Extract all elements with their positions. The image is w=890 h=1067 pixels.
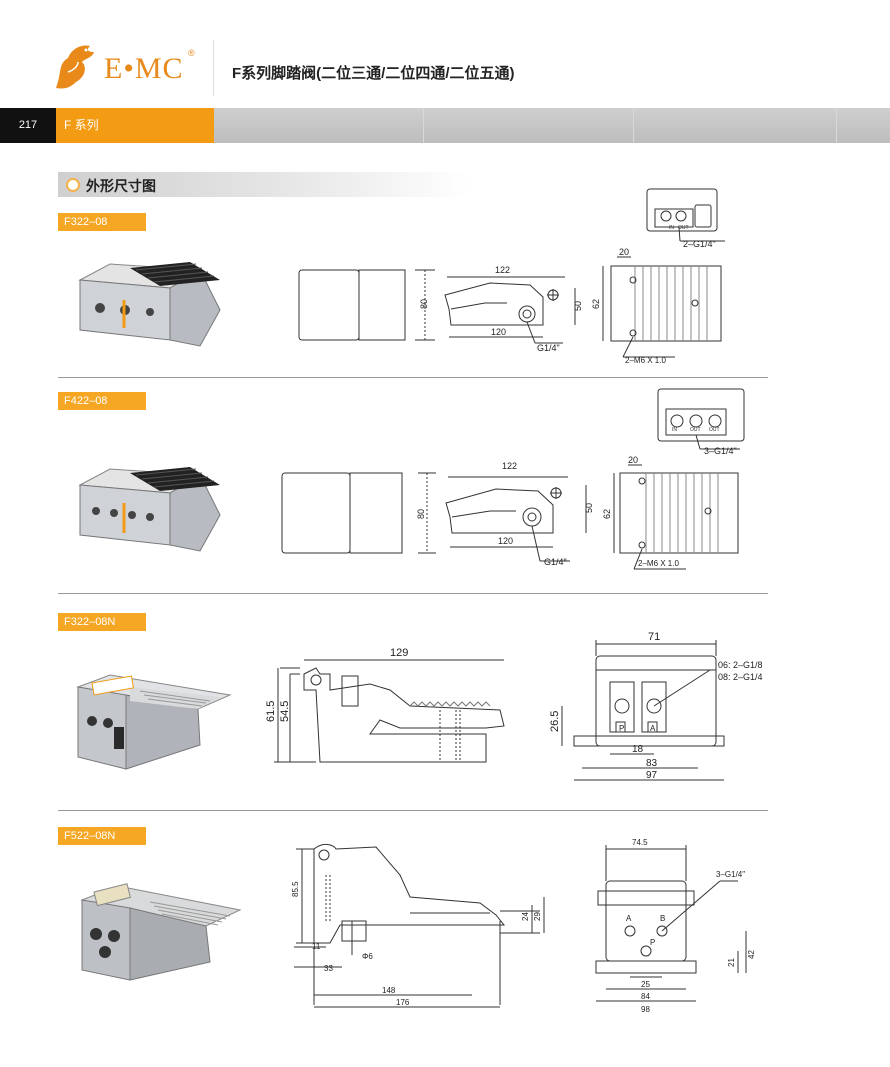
port-label-out: OUT bbox=[678, 225, 689, 231]
dim-length-total: 129 bbox=[390, 647, 408, 659]
dim-side-base: 120 bbox=[491, 327, 506, 337]
dim-hole: Φ6 bbox=[362, 952, 373, 961]
product-photo-f522-08n bbox=[80, 883, 242, 981]
page-header: E•MC ® F系列脚踏阀(二位三通/二位四通/二位五通) bbox=[0, 0, 890, 108]
dim-base-length: 148 bbox=[382, 986, 396, 995]
port-label-p: P bbox=[619, 724, 624, 733]
dim-mount: 2–M6 X 1.0 bbox=[625, 356, 666, 365]
dim-top-width: 71 bbox=[648, 631, 660, 643]
port-label-out: OUT bbox=[690, 427, 701, 433]
dim-mount: 2–M6 X 1.0 bbox=[638, 559, 679, 568]
dim-side-base: 120 bbox=[498, 536, 513, 546]
dim-side-height: 50 bbox=[573, 301, 583, 311]
dim-top-port: 2–G1/4" bbox=[683, 239, 716, 249]
port-label-a: A bbox=[650, 724, 656, 733]
dim-right-42: 42 bbox=[747, 950, 756, 959]
port-note-06: 06: 2–G1/8 bbox=[718, 660, 763, 670]
dim-total-width: 97 bbox=[646, 770, 658, 781]
section-heading: 外形尺寸图 bbox=[58, 172, 470, 197]
dimension-drawing-f522-08n: 85.5 24 29 11 Φ6 33 148 176 74.5 3–G1/4"… bbox=[291, 838, 756, 1014]
band-separator bbox=[423, 108, 424, 143]
model-tag-f522-08n: F522–08N bbox=[58, 827, 146, 845]
dim-front-height: 80 bbox=[419, 299, 429, 309]
dim-height-a: 24 bbox=[521, 912, 530, 921]
dim-mid-width: 83 bbox=[646, 758, 658, 769]
dim-side-height: 50 bbox=[584, 503, 594, 513]
row-separator bbox=[58, 810, 768, 811]
port-note-08: 08: 2–G1/4 bbox=[718, 672, 763, 682]
dim-side-length: 122 bbox=[502, 461, 517, 471]
brand-logo: E•MC bbox=[104, 52, 184, 85]
port-label-in: IN bbox=[669, 225, 674, 231]
dim-offset-a: 11 bbox=[312, 942, 321, 951]
port-label-p: P bbox=[650, 938, 655, 947]
dim-port-pitch: 25 bbox=[641, 980, 650, 989]
port-label-in: IN bbox=[672, 427, 677, 433]
port-label-out2: OUT bbox=[709, 427, 720, 433]
dim-port-height: 26.5 bbox=[549, 711, 561, 732]
page-number: 217 bbox=[0, 108, 56, 143]
dim-total-length: 176 bbox=[396, 998, 410, 1007]
dim-height-sub: 54.5 bbox=[279, 701, 291, 722]
dim-top-port: 3–G1/4" bbox=[704, 446, 737, 456]
dim-side-port: G1/4" bbox=[537, 343, 560, 353]
dim-front-height: 80 bbox=[416, 509, 426, 519]
dim-height-b: 29 bbox=[533, 912, 542, 921]
dim-top-height: 62 bbox=[602, 509, 612, 519]
model-tag-f422-08: F422–08 bbox=[58, 392, 146, 410]
band-separator bbox=[836, 108, 837, 143]
product-photo-f322-08 bbox=[78, 262, 221, 347]
dim-port-pitch: 18 bbox=[632, 744, 644, 755]
dim-total-width: 98 bbox=[641, 1005, 650, 1014]
dim-height-total: 61.5 bbox=[265, 701, 277, 722]
registered-mark: ® bbox=[188, 48, 195, 58]
dim-height-total: 85.5 bbox=[291, 881, 300, 897]
dim-mid-width: 84 bbox=[641, 992, 650, 1001]
dimension-drawing-f422-08: OUT OUT IN 3–G1/4" 80 122 120 50 G1/4" 2… bbox=[281, 388, 745, 570]
port-label-a: A bbox=[626, 914, 632, 923]
dim-side-port: G1/4" bbox=[544, 557, 567, 567]
header-divider bbox=[213, 40, 214, 96]
dim-port: 3–G1/4" bbox=[716, 870, 745, 879]
dim-side-length: 122 bbox=[495, 265, 510, 275]
row-separator bbox=[58, 377, 768, 378]
port-label-b: B bbox=[660, 914, 665, 923]
section-title: 外形尺寸图 bbox=[86, 178, 156, 194]
product-photo-f322-08n bbox=[76, 674, 232, 770]
brand-horse-icon bbox=[56, 45, 94, 89]
model-tag-f322-08: F322–08 bbox=[58, 213, 146, 231]
dim-top-width: 74.5 bbox=[632, 838, 648, 847]
row-separator bbox=[58, 593, 768, 594]
band-separator bbox=[633, 108, 634, 143]
dim-top-width: 20 bbox=[628, 455, 638, 465]
dim-top-height: 62 bbox=[591, 299, 601, 309]
dimension-drawing-f322-08: IN OUT 2–G1/4" 80 122 120 50 G1/4" 20 62… bbox=[298, 188, 725, 365]
product-photo-f422-08 bbox=[78, 467, 221, 552]
dim-right-21: 21 bbox=[727, 958, 736, 967]
dimension-drawing-f322-08n: 129 61.5 54.5 26.5 71 06: 2–G1/8 08: 2–G… bbox=[265, 631, 763, 781]
page-title: F系列脚踏阀(二位三通/二位四通/二位五通) bbox=[232, 65, 515, 82]
series-label: F 系列 bbox=[56, 108, 214, 143]
dim-offset-b: 33 bbox=[324, 964, 333, 973]
dim-top-width: 20 bbox=[619, 247, 629, 257]
bullet-circle-icon bbox=[66, 178, 80, 192]
model-tag-f322-08n: F322–08N bbox=[58, 613, 146, 631]
